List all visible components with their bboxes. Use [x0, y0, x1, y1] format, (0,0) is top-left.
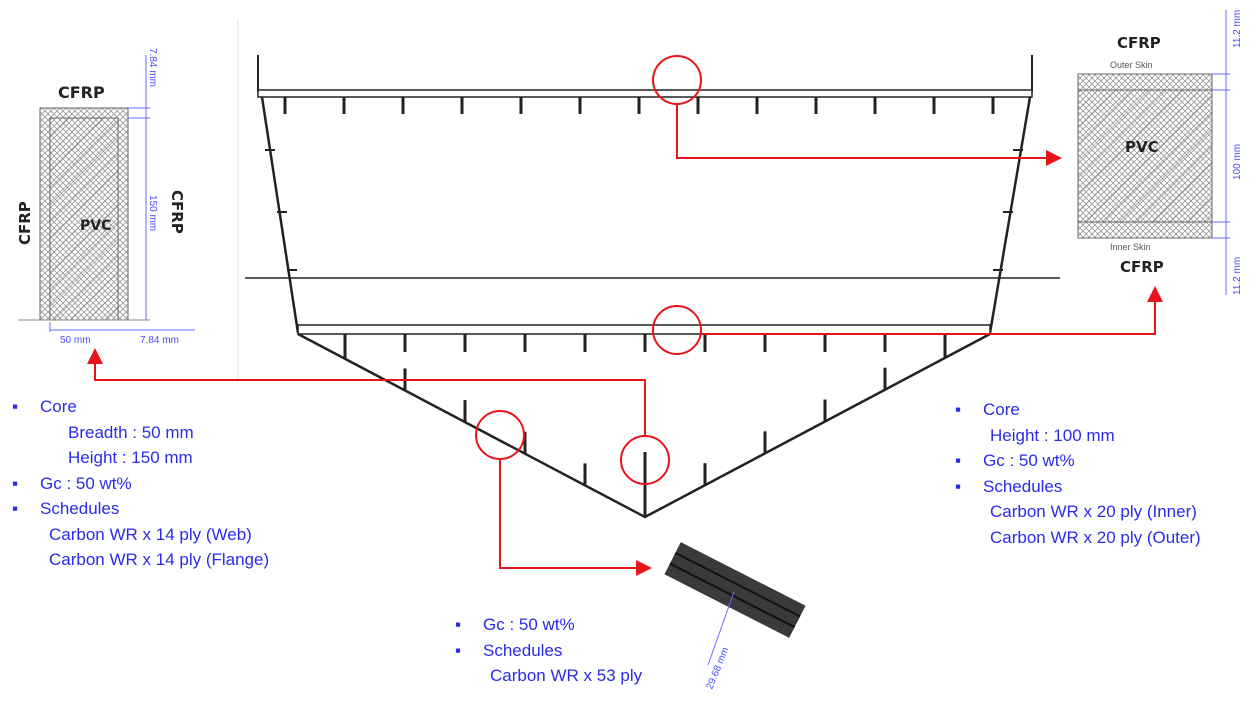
right-dim-bottom: 11.2 mm [1232, 257, 1243, 295]
left-top-cfrp-label: CFRP [58, 83, 105, 102]
left-dim-side: 7.84 mm [140, 335, 179, 346]
right-top-cfrp-label: CFRP [1117, 34, 1161, 52]
right-schedules: Schedules [983, 476, 1063, 496]
right-core: Core [983, 400, 1020, 419]
left-dim-top: 7.84 mm [147, 48, 158, 87]
outer-skin-label: Outer Skin [1110, 60, 1153, 70]
bottom-gc: Gc : 50 wt% [483, 615, 575, 634]
left-core: Core [40, 397, 77, 416]
right-outer: Carbon WR x 20 ply (Outer) [990, 527, 1201, 547]
left-breadth: Breadth : 50 mm [68, 422, 194, 442]
hull-highlight-circle [475, 410, 525, 460]
hull-arrow [499, 459, 652, 576]
left-girder-section [18, 55, 195, 332]
left-gc: Gc : 50 wt% [40, 473, 132, 493]
left-dim-width: 50 mm [60, 335, 91, 346]
inner-skin-label: Inner Skin [1110, 242, 1151, 252]
right-height: Height : 100 mm [990, 425, 1115, 445]
left-side-cfrp-label: CFRP [16, 201, 34, 245]
right-notes: ▪Core Height : 100 mm ▪Gc : 50 wt% ▪Sche… [955, 397, 1201, 550]
left-pvc-label: PVC [80, 218, 111, 234]
right-side-cfrp-label: CFRP [168, 190, 186, 234]
hull-structure [245, 55, 1060, 519]
right-gc: Gc : 50 wt% [983, 451, 1075, 470]
bottom-deck-highlight-circle [652, 305, 702, 355]
keel-section [664, 542, 806, 638]
bottom-schedules: Schedules [483, 640, 563, 660]
right-pvc-label: PVC [1125, 138, 1159, 156]
highlight-circles [475, 55, 702, 485]
right-bottom-cfrp-label: CFRP [1120, 258, 1164, 276]
right-dim-top: 11.2 mm [1232, 10, 1243, 48]
left-height: Height : 150 mm [68, 448, 193, 467]
left-flange: Carbon WR x 14 ply (Flange) [49, 550, 270, 569]
keel-dim-line [707, 591, 735, 666]
left-dim-height: 150 mm [147, 195, 158, 231]
bottom-deck-arrow [701, 286, 1163, 335]
right-inner: Carbon WR x 20 ply (Inner) [990, 502, 1197, 521]
bottom-ply: Carbon WR x 53 ply [490, 666, 643, 685]
deck-arrow [676, 104, 1062, 166]
bottom-notes: ▪Gc : 50 wt% ▪Schedules Carbon WR x 53 p… [455, 612, 642, 689]
left-web: Carbon WR x 14 ply (Web) [49, 524, 252, 544]
keel-dim: 29.68 mm [705, 646, 732, 691]
callout-arrows [87, 104, 1163, 576]
left-schedules: Schedules [40, 499, 120, 518]
girder-arrow [87, 348, 646, 436]
right-sandwich-section [1077, 10, 1230, 295]
right-dim-height: 100 mm [1232, 144, 1243, 180]
left-notes: ▪Core Breadth : 50 mm Height : 150 mm ▪G… [12, 394, 269, 573]
